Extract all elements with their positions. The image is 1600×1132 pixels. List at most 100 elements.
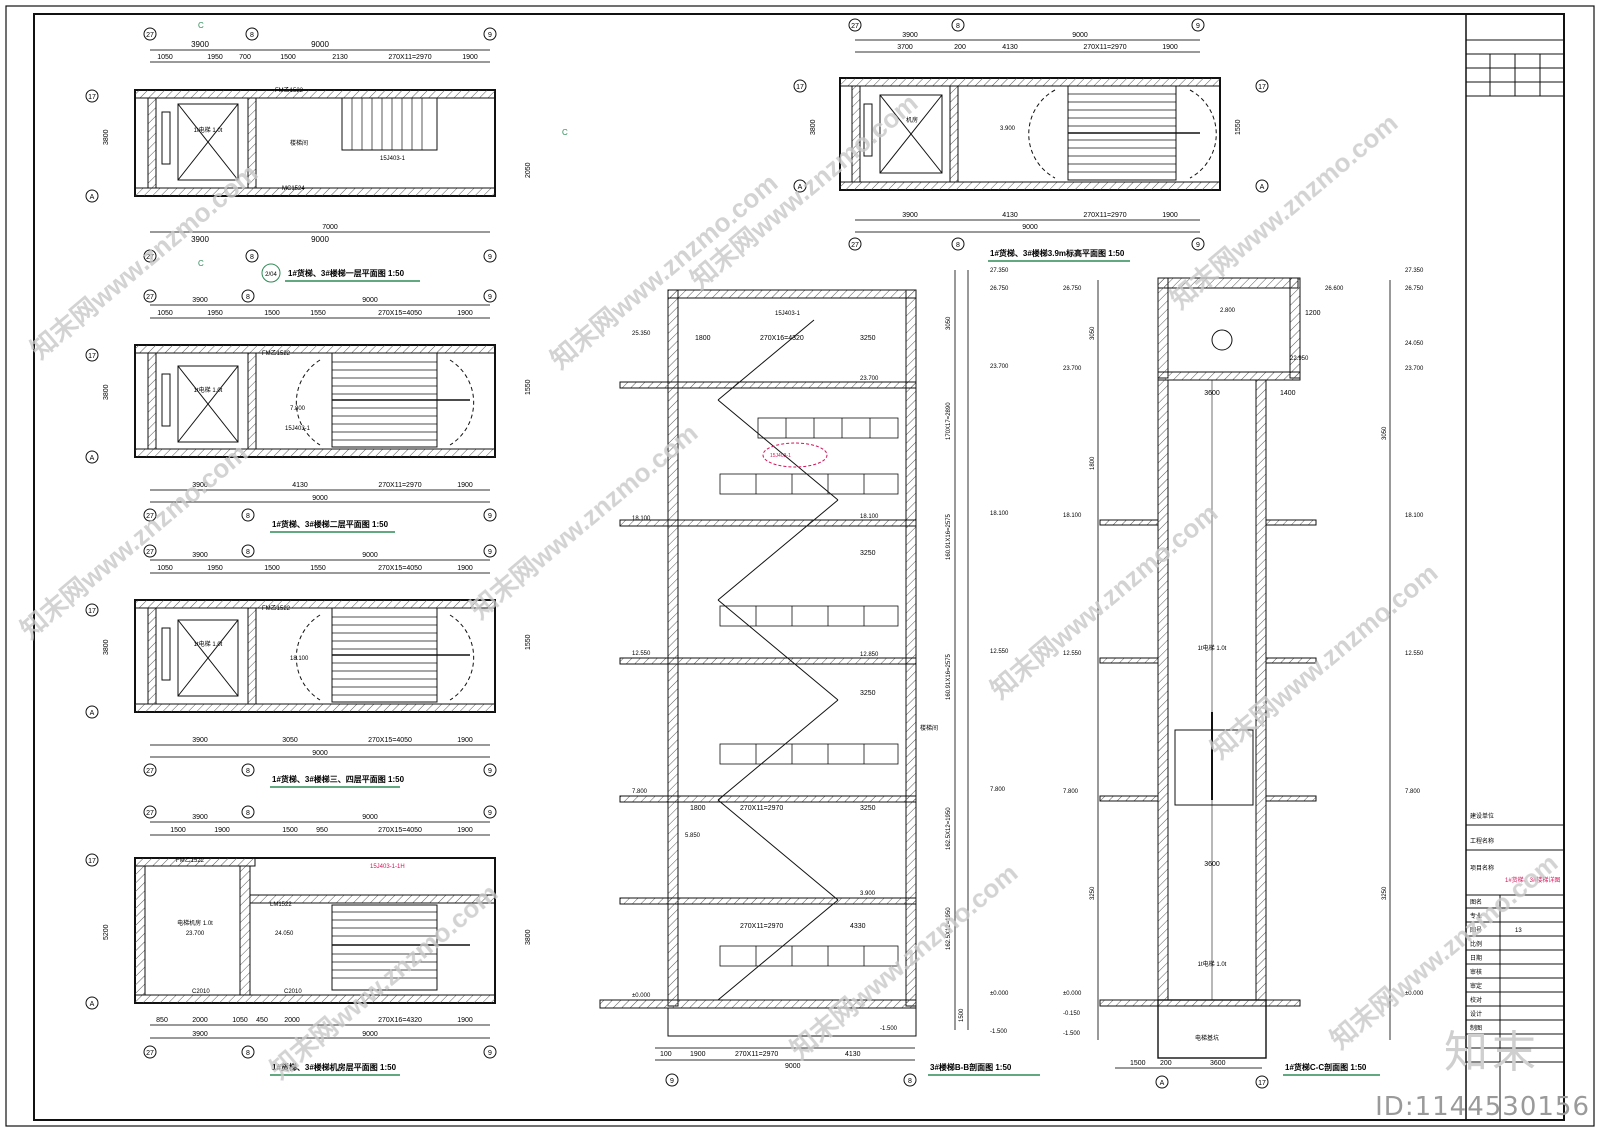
dim-7000: 7000 xyxy=(322,224,338,231)
axis-8: 8 xyxy=(956,242,960,249)
dim-3800: 3800 xyxy=(103,384,110,400)
level: 18.100 xyxy=(1063,513,1082,519)
axis-8: 8 xyxy=(250,254,254,261)
dim-3050: 3050 xyxy=(946,316,952,330)
dim-1800: 1800 xyxy=(690,805,706,812)
watermark: 知末网www.znzmo.com xyxy=(685,87,924,294)
detail-ref: 2/04 xyxy=(265,272,277,278)
axis-8: 8 xyxy=(956,23,960,30)
level: 18.100 xyxy=(990,511,1009,517)
axis-A: A xyxy=(1160,1080,1165,1087)
title-section-cc: 1#货梯C-C剖面图 1:50 xyxy=(1285,1062,1367,1072)
door-mc: MC1524 xyxy=(282,186,305,192)
level: ±0.000 xyxy=(990,991,1009,997)
axis-17: 17 xyxy=(796,84,804,91)
dim-2800: 2.800 xyxy=(1220,308,1236,314)
dim-run: 270X15=4050 xyxy=(368,737,412,744)
axis-27: 27 xyxy=(851,242,859,249)
dim-1900: 1900 xyxy=(457,827,473,834)
axis-9: 9 xyxy=(488,32,492,39)
dim-3600: 3600 xyxy=(1210,1060,1226,1067)
axis-27: 27 xyxy=(146,294,154,301)
dim-1050: 1050 xyxy=(157,310,173,317)
ref-label: 15J403-1 xyxy=(380,156,406,162)
level: ±0.000 xyxy=(1063,991,1082,997)
dim-3900: 3900 xyxy=(902,212,918,219)
dim-3900: 3900 xyxy=(902,32,918,39)
level: 18.100 xyxy=(632,516,651,522)
dim-3800: 3800 xyxy=(525,929,532,945)
level: 23.700 xyxy=(1405,366,1424,372)
section-mark-C: C xyxy=(198,21,204,30)
level: ±0.000 xyxy=(632,993,651,999)
dim-1900: 1900 xyxy=(214,827,230,834)
outer-border xyxy=(5,5,1595,1127)
axis-A: A xyxy=(90,710,95,717)
dim-1050: 1050 xyxy=(157,565,173,572)
dim-3250: 3250 xyxy=(860,690,876,697)
dim-1550: 1550 xyxy=(310,310,326,317)
dim-3250: 3250 xyxy=(860,805,876,812)
dim-1900: 1900 xyxy=(457,1017,473,1024)
ref-label: 15J403-1 xyxy=(285,426,311,432)
axis-A: A xyxy=(90,455,95,462)
level: 26.750 xyxy=(1063,286,1082,292)
dim-3600: 3600 xyxy=(1204,861,1220,868)
section-mark-C: C xyxy=(562,128,568,137)
tb-row-check: 校对 xyxy=(1470,996,1482,1004)
axis-9: 9 xyxy=(488,810,492,817)
dim-1950: 1950 xyxy=(207,565,223,572)
section-mark-C: C xyxy=(198,259,204,268)
axis-27: 27 xyxy=(146,768,154,775)
tb-row-approve: 审定 xyxy=(1470,982,1482,990)
plan-third-fourth-floor: 3900 9000 1050 1950 1500 1550 270X15=405… xyxy=(85,544,532,788)
plan-machine-room: 3900 9000 1500 1900 1500 950 270X15=4050… xyxy=(85,805,532,1076)
lift-label: 1t电梯 1.0t xyxy=(194,386,223,394)
axis-9: 9 xyxy=(488,768,492,775)
level: -1.500 xyxy=(1063,1031,1081,1037)
dim-run: 270X11=2970 xyxy=(740,805,783,812)
dim-1550: 1550 xyxy=(525,379,532,395)
dim-3900: 3900 xyxy=(192,552,208,559)
tb-drawing-name: 1#货梯、3#楼梯详图 xyxy=(1505,876,1560,884)
dim-850: 850 xyxy=(156,1017,168,1024)
door-lm: LM1522 xyxy=(270,902,292,908)
title-plan-1: 1#货梯、3#楼梯一层平面图 1:50 xyxy=(288,268,405,278)
dim-4330: 4330 xyxy=(850,923,866,930)
axis-8: 8 xyxy=(246,549,250,556)
level: 23.700 xyxy=(860,376,879,382)
lift-label: 1t电梯 1.0t xyxy=(194,126,223,134)
axis-17: 17 xyxy=(88,353,96,360)
watermark: 知末网www.znzmo.com xyxy=(1205,557,1444,764)
dim-1500: 1500 xyxy=(282,827,298,834)
pit-label: 电梯基坑 xyxy=(1195,1034,1219,1042)
dim-1500: 1500 xyxy=(170,827,186,834)
dim-3050: 3050 xyxy=(282,737,298,744)
tb-row-client: 建设单位 xyxy=(1470,812,1494,820)
tb-row-draw: 制图 xyxy=(1470,1024,1482,1032)
axis-8: 8 xyxy=(250,32,254,39)
dim-1050: 1050 xyxy=(157,54,173,61)
tb-row-review: 审核 xyxy=(1470,968,1482,976)
dim-1500: 1500 xyxy=(280,54,296,61)
door-fm: FM乙1522 xyxy=(275,87,304,94)
dim-3800: 3800 xyxy=(103,129,110,145)
axis-17: 17 xyxy=(1258,84,1266,91)
dim-run: 270X15=4050 xyxy=(378,565,422,572)
tb-row-scale: 比例 xyxy=(1470,940,1482,948)
section-c-c: 1t电梯 1.0t 1t电梯 1.0t 电梯基坑 2.800 3600 3600… xyxy=(1063,268,1424,1089)
dim-2000: 2000 xyxy=(284,1017,300,1024)
dim-3700: 3700 xyxy=(897,44,913,51)
title-plan-3: 1#货梯、3#楼梯三、四层平面图 1:50 xyxy=(272,774,405,784)
dim-100: 100 xyxy=(660,1051,672,1058)
dim-9000: 9000 xyxy=(312,495,328,502)
level: 22.950 xyxy=(1290,356,1309,362)
tb-row-title: 图名 xyxy=(1470,898,1482,906)
dim-4130: 4130 xyxy=(292,482,308,489)
dim-4130: 4130 xyxy=(845,1051,861,1058)
watermark: 知末网www.znzmo.com xyxy=(985,497,1224,704)
axis-17: 17 xyxy=(88,608,96,615)
dim-run: 270X16=4320 xyxy=(760,335,804,342)
stair-room: 楼梯间 xyxy=(290,139,308,147)
axis-9: 9 xyxy=(488,294,492,301)
